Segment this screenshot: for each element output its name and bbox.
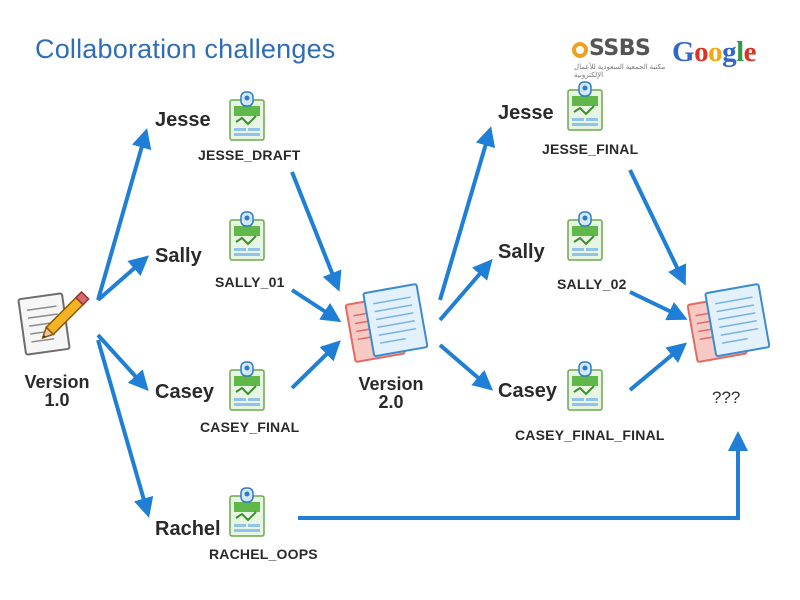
sally-02-doc-icon — [567, 211, 603, 261]
google-logo: Google — [672, 36, 757, 68]
jesse-final-doc-icon — [567, 81, 603, 131]
right-person-casey: Casey — [498, 380, 557, 402]
arrow-v2-to-casey — [438, 343, 494, 391]
left-person-sally: Sally — [155, 245, 202, 267]
slide-title: Collaboration challenges — [35, 34, 336, 64]
arrow-v1-to-jesse — [96, 128, 152, 301]
arrow-casey-final-final-to-final — [628, 342, 688, 392]
arrow-sally-02-to-final — [629, 290, 688, 321]
right-file-casey-final-final: CASEY_FINAL_FINAL — [515, 427, 665, 443]
casey-final-doc-icon — [229, 361, 265, 411]
sally-01-doc-icon — [229, 211, 265, 261]
ssbs-logo: SSBS — [572, 36, 651, 61]
final-stack-icon — [686, 282, 771, 364]
arrow-sally-01-to-v2 — [290, 288, 342, 323]
version-2-stack-icon — [344, 282, 429, 364]
ssbs-subtitle: مكتبة الجمعية السعودية للأعمال الإلكترون… — [574, 64, 666, 79]
arrow-rachel-oops-to-final — [298, 431, 748, 520]
final-unknown-label: ??? — [712, 388, 741, 407]
left-file-jesse-draft: JESSE_DRAFT — [198, 147, 301, 163]
logo-bar: SSBS مكتبة الجمعية السعودية للأعمال الإل… — [572, 36, 772, 84]
document-pencil-icon — [17, 290, 90, 356]
arrow-v1-to-sally — [96, 255, 150, 302]
jesse-draft-doc-icon — [229, 91, 265, 141]
rachel-oops-doc-icon — [229, 487, 265, 537]
right-file-jesse-final: JESSE_FINAL — [542, 141, 639, 157]
left-file-rachel-oops: RACHEL_OOPS — [209, 546, 318, 562]
arrow-v1-to-casey — [96, 333, 149, 391]
left-file-sally-01: SALLY_01 — [215, 274, 285, 290]
left-person-casey: Casey — [155, 381, 214, 403]
left-person-rachel: Rachel — [155, 518, 221, 540]
right-person-sally: Sally — [498, 241, 545, 263]
arrow-v2-to-sally — [438, 258, 493, 322]
left-file-casey-final: CASEY_FINAL — [200, 419, 300, 435]
casey-final-final-doc-icon — [567, 361, 603, 411]
arrow-v1-to-rachel — [96, 339, 154, 518]
arrow-v2-to-jesse — [438, 126, 496, 301]
arrow-jesse-final-to-final — [628, 169, 687, 286]
arrow-jesse-draft-to-v2 — [290, 171, 342, 292]
left-person-jesse: Jesse — [155, 109, 211, 131]
arrow-casey-final-to-v2 — [290, 340, 341, 390]
right-person-jesse: Jesse — [498, 102, 554, 124]
right-file-sally-02: SALLY_02 — [557, 276, 627, 292]
